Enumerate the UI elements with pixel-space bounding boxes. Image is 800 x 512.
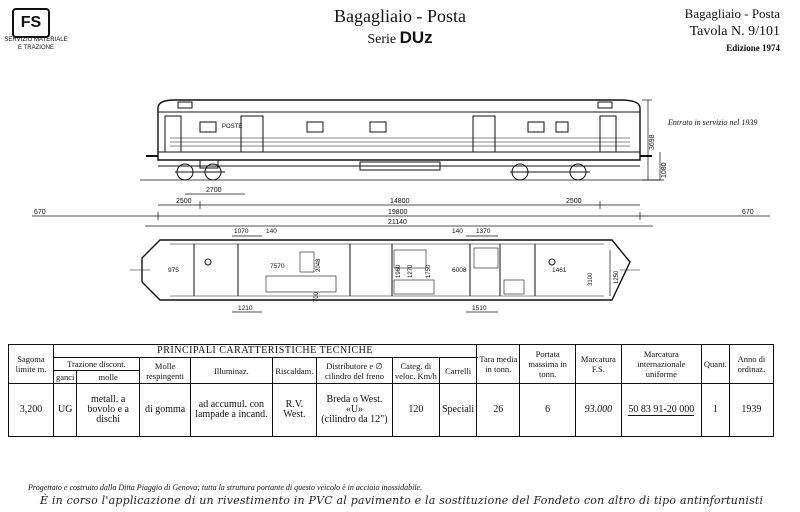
col-carrelli: Carrelli xyxy=(438,357,478,384)
col-categ: Categ. di veloc. Km/h xyxy=(391,357,441,384)
cell-illuminaz: ad accumul. con lampade a incand. xyxy=(190,383,273,437)
dim-bogie: 2700 xyxy=(206,187,222,194)
cell-distributore-line-1: Breda o West. «U» xyxy=(326,394,383,415)
col-sagoma: Sagoma limite m. xyxy=(8,344,54,384)
dim-140b: 140 xyxy=(452,228,463,235)
page-title: Bagagliaio - Posta xyxy=(334,6,466,26)
dim-7570: 7570 xyxy=(270,263,285,270)
cell-carrelli: Speciali xyxy=(438,383,478,437)
dim-1461: 1461 xyxy=(552,267,567,274)
dim-body-length: 19800 xyxy=(388,209,408,216)
cell-marcatura-int: 50 83 91-20 000 xyxy=(620,383,702,437)
dim-1070: 1070 xyxy=(234,228,249,235)
side-view-carriage xyxy=(140,99,660,181)
marcatura-int-value: 50 83 91-20 000 xyxy=(628,404,695,416)
col-anno: Anno di ordinaz. xyxy=(728,344,775,384)
col-illuminaz: Illuminaz. xyxy=(190,357,273,384)
dim-1270: 1270 xyxy=(408,264,414,278)
dim-1750: 1750 xyxy=(426,264,432,278)
logo-caption: SERVIZIO MATERIALE E TRAZIONE xyxy=(4,36,68,52)
fs-logo: FS xyxy=(12,8,50,38)
dim-975: 975 xyxy=(168,267,179,274)
dim-6008: 6008 xyxy=(452,267,467,274)
dim-buffer-left: 670 xyxy=(34,209,46,216)
dim-buffer-right: 670 xyxy=(742,209,754,216)
plan-view-carriage xyxy=(130,239,640,301)
dim-bogie-centers: 14800 xyxy=(390,198,410,205)
series-line: Serie DUz xyxy=(300,28,500,48)
cell-ganci: UG xyxy=(52,383,78,437)
col-ganci: ganci xyxy=(52,370,78,384)
dim-1210: 1210 xyxy=(238,305,253,312)
dim-floor: 1080 xyxy=(661,162,668,178)
handwritten-note: È in corso l'applicazione di un rivestim… xyxy=(40,494,764,507)
dim-height: 3698 xyxy=(649,134,656,150)
col-marcatura-int: Marcatura internazionale uniforme xyxy=(620,344,702,384)
series-code: DUz xyxy=(399,28,433,47)
dim-1250: 1250 xyxy=(614,270,620,284)
logo-caption-line-2: E TRAZIONE xyxy=(18,45,54,51)
dim-700: 700 xyxy=(314,291,320,302)
col-molle: molle xyxy=(76,370,140,384)
col-quant: Quant. xyxy=(700,344,730,384)
dim-1510: 1510 xyxy=(472,305,487,312)
dim-left-overhang: 2500 xyxy=(176,198,192,205)
series-prefix: Serie xyxy=(367,32,397,47)
cell-portata: 6 xyxy=(519,383,576,437)
cell-anno: 1939 xyxy=(728,383,775,437)
col-trazione: Trazione discont. xyxy=(53,357,140,371)
col-molle-resp: Molle respingenti xyxy=(138,357,192,384)
table-heading: PRINCIPALI CARATTERISTICHE TECNICHE xyxy=(52,344,478,358)
technical-drawing: POSTE 3698 1080 2700 2500 14800 2500 670… xyxy=(32,99,770,313)
col-tara: Tara media in tonn. xyxy=(476,344,521,384)
dim-1370: 1370 xyxy=(476,228,491,235)
right-title: Bagagliaio - Posta xyxy=(684,6,780,21)
table-number: Tavola N. 9/101 xyxy=(689,24,780,39)
cell-riscaldam: R.V. West. xyxy=(271,383,318,437)
service-note: Entrato in servizio nel 1939 xyxy=(668,118,758,127)
cell-molle: metall. a bovolo e a dischi xyxy=(76,383,140,437)
dim-right-overhang: 2500 xyxy=(566,198,582,205)
cell-distributore-line-2: (cilindro da 12") xyxy=(321,414,388,425)
footer-note: Progettato e costruito dalla Ditta Piagg… xyxy=(28,483,423,492)
dim-140a: 140 xyxy=(266,228,277,235)
col-marcatura-fs: Marcatura F.S. xyxy=(574,344,622,384)
cell-categ: 120 xyxy=(391,383,441,437)
dim-3100: 3100 xyxy=(588,272,594,286)
cell-sagoma: 3,200 xyxy=(8,383,54,437)
dim-1960: 1960 xyxy=(396,264,402,278)
cell-distributore: Breda o West. «U» (cilindro da 12") xyxy=(316,383,393,437)
edition: Edizione 1974 xyxy=(726,43,780,53)
cell-marcatura-fs: 93.000 xyxy=(574,383,622,437)
specs-table: Sagoma limite m. PRINCIPALI CARATTERISTI… xyxy=(8,344,775,437)
poste-label: POSTE xyxy=(222,124,242,130)
table-row: 3,200 UG metall. a bovolo e a dischi di … xyxy=(8,383,775,437)
dim-2048: 2048 xyxy=(316,258,322,272)
col-distributore: Distributore e ∅ cilindro del freno xyxy=(316,357,393,384)
cell-quant: 1 xyxy=(700,383,730,437)
cell-tara: 26 xyxy=(476,383,521,437)
dim-total-length: 21140 xyxy=(388,219,407,226)
col-portata: Portata massima in tonn. xyxy=(519,344,576,384)
logo-caption-line-1: SERVIZIO MATERIALE xyxy=(4,37,68,43)
cell-molle-resp: di gomma xyxy=(138,383,192,437)
col-riscaldam: Riscaldam. xyxy=(271,357,318,384)
